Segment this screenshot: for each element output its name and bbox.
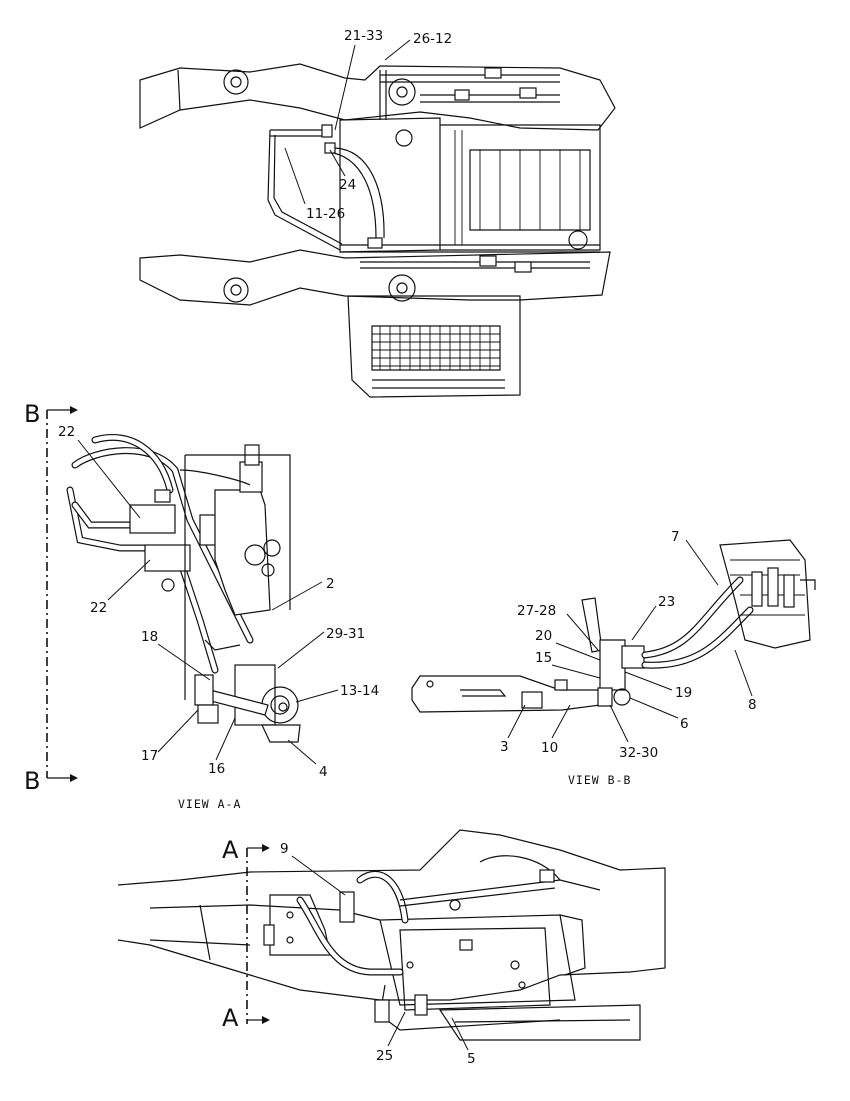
section-line-a-a xyxy=(246,844,270,1024)
section-marker-a-top: A xyxy=(222,836,239,864)
callout-19: 19 xyxy=(675,685,692,701)
callout-29-31: 29-31 xyxy=(326,626,365,642)
callout-22-upper: 22 xyxy=(58,424,75,440)
callout-10: 10 xyxy=(541,740,558,756)
caption-view-b-b: VIEW B-B xyxy=(568,773,631,787)
callout-6: 6 xyxy=(680,716,689,732)
view-a-a-drawing xyxy=(66,433,301,743)
caption-view-a-a: VIEW A-A xyxy=(178,797,241,811)
callout-24: 24 xyxy=(339,177,356,193)
callout-22-lower: 22 xyxy=(90,600,107,616)
callout-21-33: 21-33 xyxy=(344,28,383,44)
callout-20: 20 xyxy=(535,628,552,644)
callout-11-26: 11-26 xyxy=(306,206,345,222)
callout-7: 7 xyxy=(671,529,680,545)
bottom-view-drawing xyxy=(117,829,666,1041)
callout-4: 4 xyxy=(319,764,328,780)
top-leader-lines xyxy=(284,39,411,205)
section-marker-a-bottom: A xyxy=(222,1004,239,1032)
top-view-drawing xyxy=(139,63,616,398)
callout-15: 15 xyxy=(535,650,552,666)
bottom-leader-lines xyxy=(291,855,469,1051)
callout-2: 2 xyxy=(326,576,335,592)
callout-26-12: 26-12 xyxy=(413,31,452,47)
callout-32-30: 32-30 xyxy=(619,745,658,761)
callout-8: 8 xyxy=(748,697,757,713)
view-b-b-leader-lines xyxy=(507,539,753,743)
section-line-b-b xyxy=(46,406,78,782)
callout-9: 9 xyxy=(280,841,289,857)
callout-27-28: 27-28 xyxy=(517,603,556,619)
callout-25: 25 xyxy=(376,1048,393,1064)
view-a-a-leader-lines xyxy=(77,439,339,765)
callout-23: 23 xyxy=(658,594,675,610)
callout-5: 5 xyxy=(467,1051,476,1067)
view-b-b-drawing xyxy=(411,539,816,713)
callout-18: 18 xyxy=(141,629,158,645)
callout-17: 17 xyxy=(141,748,158,764)
callout-16: 16 xyxy=(208,761,225,777)
callout-3: 3 xyxy=(500,739,509,755)
callout-13-14: 13-14 xyxy=(340,683,379,699)
section-marker-b-top: B xyxy=(24,400,40,428)
section-marker-b-bottom: B xyxy=(24,767,40,795)
